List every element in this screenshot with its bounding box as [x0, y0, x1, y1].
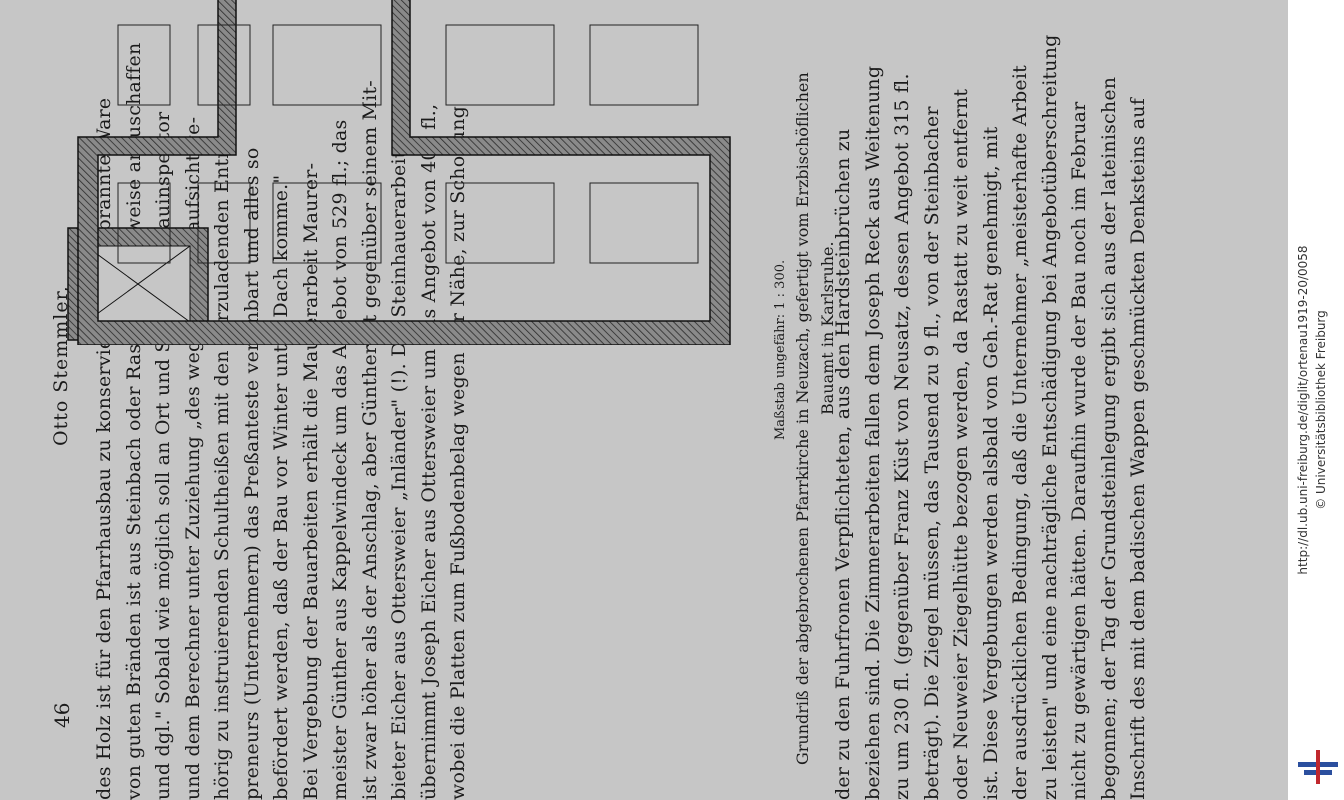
page-number: 46 — [50, 702, 74, 728]
pews — [117, 24, 699, 264]
text-line: beziehen sind. Die Zimmerarbeiten fallen… — [861, 65, 884, 800]
figure-scale: Maßstab ungefähr: 1 : 300. — [773, 259, 788, 440]
source-url[interactable]: http://dl.ub.uni-freiburg.de/diglit/orte… — [1296, 245, 1310, 575]
text-line: der ausdrücklichen Bedingung, daß die Un… — [1009, 65, 1031, 800]
copyright-notice: © Universitätsbibliothek Freiburg — [1314, 310, 1328, 510]
figure-caption-line-1: Grundriß der abgebrochenen Pfarrkirche i… — [793, 72, 812, 765]
nave-walls — [77, 0, 731, 345]
text-line: Inschrift des mit dem badischen Wappen g… — [1127, 98, 1149, 800]
text-line: ist. Diese Vergebungen werden alsbald vo… — [979, 126, 1002, 800]
text-line: zu leisten" und eine nachträgliche Entsc… — [1038, 34, 1061, 800]
text-line: beträgt). Die Ziegel müssen, das Tausend… — [920, 106, 943, 800]
text-line: zu um 230 fl. (gegenüber Franz Küst von … — [891, 73, 913, 800]
ub-freiburg-logo-icon — [1298, 750, 1338, 784]
text-line: der zu den Fuhrfronen Verpflichteten, au… — [832, 128, 854, 800]
tower — [67, 227, 209, 341]
text-line: begonnen; der Tag der Grundsteinlegung e… — [1097, 76, 1120, 800]
scanned-page: 46 Otto Stemmler, des Holz ist für den P… — [0, 0, 1288, 800]
library-sidebar: http://dl.ub.uni-freiburg.de/diglit/orte… — [1288, 0, 1344, 800]
text-line: nicht zu gewärtigen hätten. Daraufhin wu… — [1068, 101, 1090, 800]
sidebar-text: http://dl.ub.uni-freiburg.de/diglit/orte… — [1288, 0, 1344, 800]
church-floor-plan — [67, 0, 731, 345]
text-line: oder Neuweier Ziegelhütte bezogen werden… — [950, 88, 972, 800]
page-content: 46 Otto Stemmler, des Holz ist für den P… — [50, 0, 1149, 800]
